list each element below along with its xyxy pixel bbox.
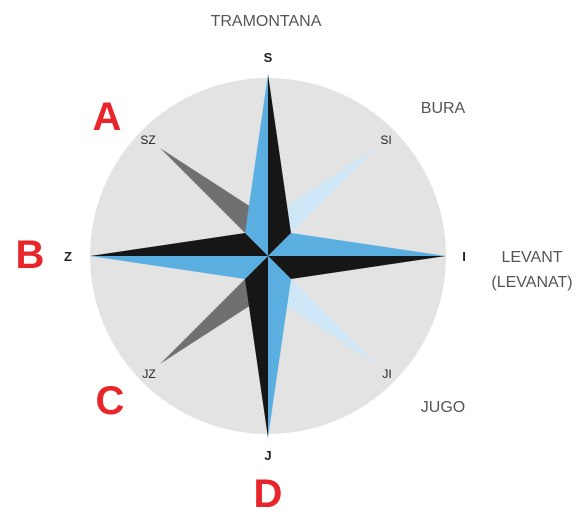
point-label-west: Z xyxy=(64,249,72,264)
south-arm-blue xyxy=(268,256,291,438)
point-label-north: S xyxy=(264,50,273,65)
west-arm-black xyxy=(90,233,268,256)
point-label-south: J xyxy=(264,448,271,463)
wind-name-east-line1: LEVANT xyxy=(501,249,562,266)
point-label-east: I xyxy=(462,249,466,264)
letter-b: B xyxy=(16,233,45,277)
letter-a: A xyxy=(93,95,122,139)
cardinal-arms xyxy=(90,74,446,438)
west-arm-blue xyxy=(90,256,268,279)
point-label-northeast: SI xyxy=(380,133,391,147)
letter-d: D xyxy=(254,472,283,516)
point-label-northwest: SZ xyxy=(140,133,155,147)
wind-name-north: TRAMONTANA xyxy=(211,13,322,30)
wind-name-southeast: JUGO xyxy=(421,399,465,416)
letter-c: C xyxy=(96,379,125,423)
point-label-southeast: JI xyxy=(382,367,391,381)
point-label-southwest: JZ xyxy=(142,367,155,381)
east-arm-black xyxy=(268,256,446,279)
wind-name-east-line2: (LEVANAT) xyxy=(491,274,572,291)
east-arm-blue xyxy=(268,233,446,256)
north-arm-blue xyxy=(245,74,268,256)
north-arm-black xyxy=(268,74,291,256)
south-arm-black xyxy=(245,256,268,438)
wind-name-northeast: BURA xyxy=(421,100,466,117)
